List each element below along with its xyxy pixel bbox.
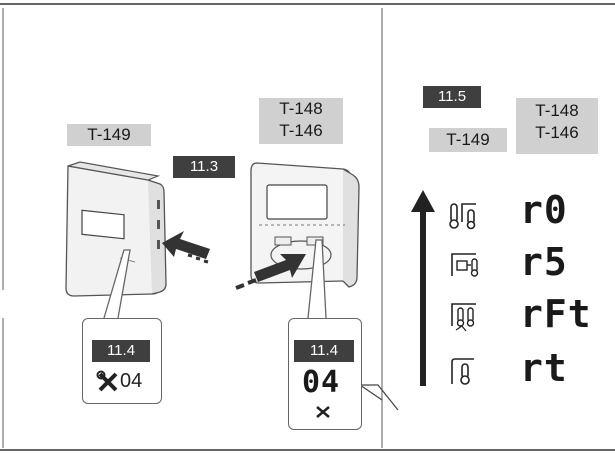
model-label-t149-text: T-149 xyxy=(87,125,131,144)
code-rt: rt xyxy=(520,346,568,390)
step-label-11-4-right-text: 11.4 xyxy=(309,342,339,359)
model-label-t146-right-text: T-146 xyxy=(535,123,579,142)
code-rft: rFt xyxy=(520,292,592,336)
floor-sensor-icon xyxy=(451,303,476,332)
thermostat-t149-illustration xyxy=(65,161,167,297)
tools-value-left: 04 xyxy=(96,369,160,395)
up-arrow-icon xyxy=(411,190,435,386)
tools-icon xyxy=(96,370,118,392)
model-label-t148-text: T-148 xyxy=(279,99,323,118)
thermostat-t148-t146-illustration xyxy=(250,162,360,288)
model-label-t149-right-text: T-149 xyxy=(446,130,490,149)
step-label-11-5-text: 11.5 xyxy=(437,88,467,105)
model-label-t148-t146: T-148 T-146 xyxy=(259,98,343,144)
model-label-t146-text: T-146 xyxy=(279,121,323,140)
room-sensor-external-icon xyxy=(451,253,479,277)
display-value-right: 04 xyxy=(302,365,341,400)
tools-value-text: 04 xyxy=(120,370,143,392)
step-label-11-4-left: 11.4 xyxy=(92,340,150,362)
model-label-t148-t146-right: T-148 T-146 xyxy=(516,98,598,154)
model-label-t149: T-149 xyxy=(67,124,151,146)
push-arrow-right xyxy=(235,254,306,290)
step-label-11-3: 11.3 xyxy=(173,156,235,178)
tools-icon-small xyxy=(316,406,330,418)
code-r0: r0 xyxy=(520,188,568,232)
step-label-11-4-right: 11.4 xyxy=(294,340,354,362)
code-r5: r5 xyxy=(520,240,568,284)
push-arrow-left xyxy=(162,231,210,264)
dual-thermometer-icon xyxy=(449,203,476,230)
step-label-11-5: 11.5 xyxy=(423,86,481,108)
step-label-11-3-text: 11.3 xyxy=(189,158,219,175)
step-label-11-4-left-text: 11.4 xyxy=(106,342,136,359)
room-thermometer-icon xyxy=(451,358,474,385)
model-label-t148-right-text: T-148 xyxy=(535,101,579,120)
model-label-t149-right: T-149 xyxy=(429,128,507,152)
